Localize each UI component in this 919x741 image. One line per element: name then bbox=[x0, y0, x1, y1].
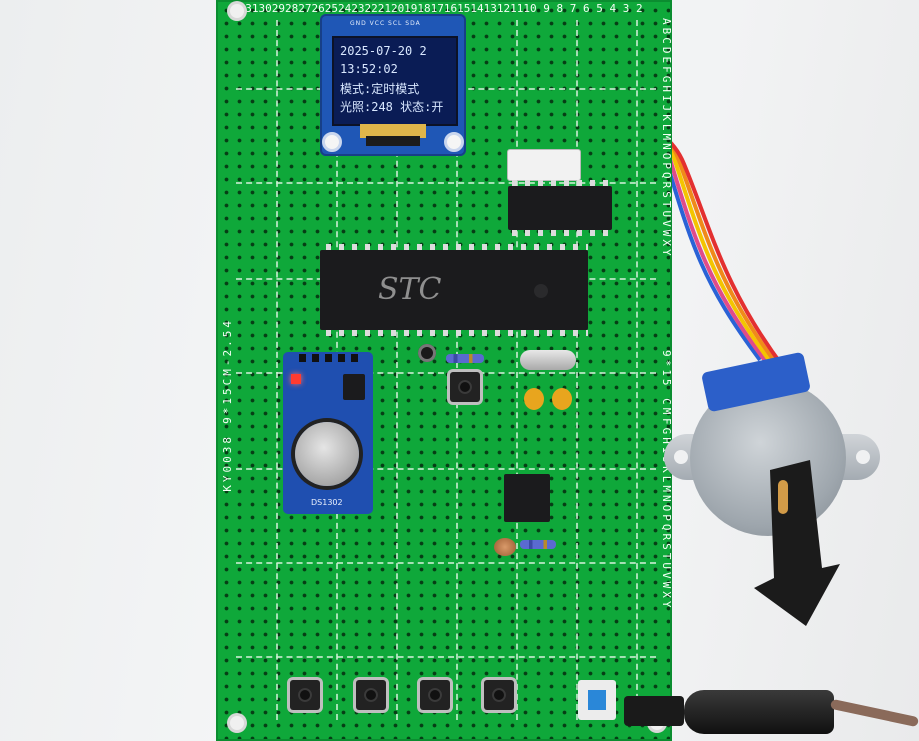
rtc-module: DS1302 bbox=[283, 352, 373, 514]
power-switch[interactable] bbox=[578, 680, 616, 720]
grid-line bbox=[576, 20, 578, 720]
ceramic-capacitor bbox=[524, 388, 544, 410]
push-button-icon bbox=[428, 688, 442, 702]
rtc-led bbox=[291, 374, 301, 384]
power-switch-cap bbox=[588, 690, 606, 710]
motor-mount-hole bbox=[856, 450, 870, 464]
ceramic-capacitor bbox=[552, 388, 572, 410]
oled-screen: 2025-07-20 2 13:52:02 模式:定时模式 光照:248 状态:… bbox=[332, 36, 458, 126]
oled-light-status-line: 光照:248 状态:开 bbox=[340, 100, 444, 114]
push-button-3[interactable] bbox=[420, 680, 450, 710]
grid-line bbox=[456, 20, 458, 720]
grid-line bbox=[396, 20, 398, 720]
comparator-chip bbox=[504, 474, 550, 522]
motor-mount-hole bbox=[674, 450, 688, 464]
board-column-numbers: 3231302928272625242322212019181716151413… bbox=[232, 2, 643, 15]
motor-connector bbox=[508, 150, 580, 180]
reset-button[interactable] bbox=[450, 372, 480, 402]
board-row-letters-top: ABCDEFGHIJKLMNOPQRSTUVWXY bbox=[660, 18, 673, 259]
board-size-label: 9*15CM-2.54 bbox=[221, 318, 234, 424]
grid-line bbox=[236, 468, 656, 470]
motor-pointer bbox=[754, 460, 840, 626]
oled-connector bbox=[366, 136, 420, 146]
oled-mode-line: 模式:定时模式 bbox=[340, 82, 420, 96]
grid-line bbox=[276, 20, 278, 720]
dc-jack-icon bbox=[624, 696, 684, 726]
grid-line bbox=[236, 656, 656, 658]
push-button-icon bbox=[364, 688, 378, 702]
push-button-icon bbox=[492, 688, 506, 702]
board-model-label: KY0038 bbox=[221, 434, 234, 492]
rtc-chip-label: DS1302 bbox=[311, 498, 343, 507]
push-button-4[interactable] bbox=[484, 680, 514, 710]
oled-flex-cable bbox=[360, 124, 426, 138]
grid-line bbox=[636, 20, 638, 720]
driver-chip bbox=[508, 180, 612, 236]
oled-time-line: 13:52:02 bbox=[340, 62, 398, 76]
dc-plug bbox=[684, 690, 834, 734]
rtc-header-pins bbox=[299, 354, 363, 362]
oled-mount-hole bbox=[444, 132, 464, 152]
mounting-hole bbox=[230, 716, 244, 730]
mcu-notch bbox=[534, 284, 548, 298]
oled-pin-labels: GND VCC SCL SDA bbox=[350, 20, 421, 27]
grid-line bbox=[516, 20, 518, 720]
push-button-icon bbox=[298, 688, 312, 702]
push-button-1[interactable] bbox=[290, 680, 320, 710]
chip-pins bbox=[512, 230, 612, 236]
mounting-hole bbox=[230, 4, 244, 18]
resistor bbox=[520, 540, 556, 549]
rtc-battery-icon bbox=[295, 422, 359, 486]
board-size-label-right: 9*15 CM bbox=[660, 350, 673, 418]
grid-line bbox=[236, 562, 656, 564]
electrolytic-capacitor bbox=[418, 344, 436, 362]
grid-line bbox=[236, 182, 656, 184]
push-button-icon bbox=[458, 380, 472, 394]
rtc-chip bbox=[343, 374, 365, 400]
photoresistor bbox=[494, 538, 516, 556]
mcu-chip: STC bbox=[320, 244, 588, 336]
oled-mount-hole bbox=[322, 132, 342, 152]
oled-date-line: 2025-07-20 2 bbox=[340, 44, 427, 58]
resistor bbox=[446, 354, 484, 363]
oled-display-module: GND VCC SCL SDA 2025-07-20 2 13:52:02 模式… bbox=[320, 14, 466, 156]
grid-line bbox=[236, 372, 656, 374]
mcu-pins bbox=[326, 244, 588, 250]
push-button-2[interactable] bbox=[356, 680, 386, 710]
chip-pins bbox=[512, 180, 612, 186]
mcu-pins bbox=[326, 330, 588, 336]
mcu-brand-label: STC bbox=[378, 272, 442, 307]
crystal-oscillator bbox=[520, 350, 576, 370]
